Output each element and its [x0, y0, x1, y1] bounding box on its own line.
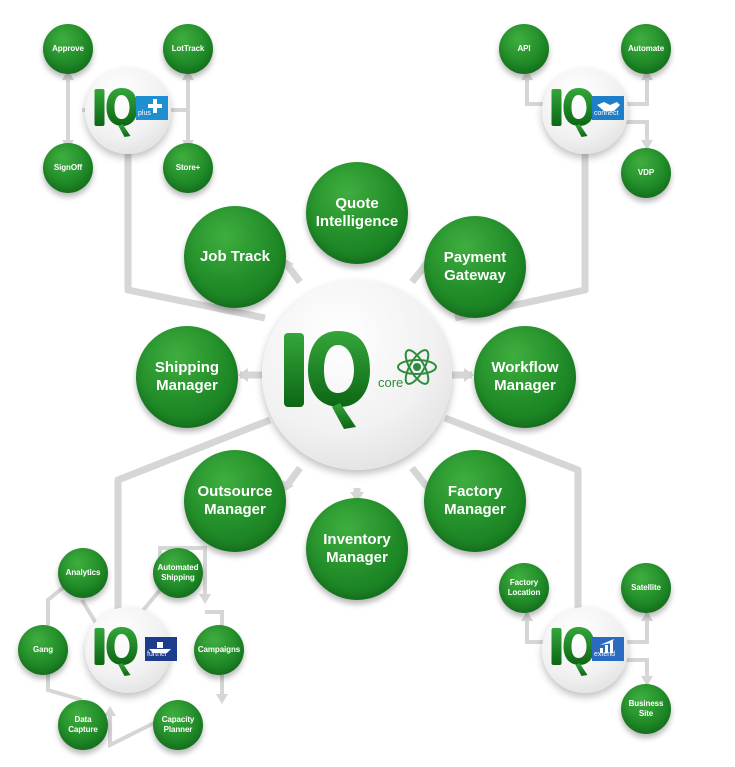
iq-plus-logo-icon: [94, 88, 138, 137]
plus-badge-label: plus: [138, 110, 151, 117]
trunk-further: [114, 416, 272, 610]
factory-manager-node[interactable]: Factory Manager: [424, 450, 526, 552]
trunk-extend: [443, 414, 582, 610]
ship-icon: [149, 642, 171, 653]
campaigns-node[interactable]: Campaigns: [194, 625, 244, 675]
vdp-node[interactable]: VDP: [621, 148, 671, 198]
iq-core-logo-icon: [284, 331, 370, 429]
signoff-node[interactable]: SignOff: [43, 143, 93, 193]
further-badge: further: [145, 637, 177, 661]
capacity-planner-node[interactable]: Capacity Planner: [153, 700, 203, 750]
quote-intelligence-node[interactable]: Quote Intelligence: [306, 162, 408, 264]
further-badge-label: further: [147, 651, 168, 658]
payment-gateway-node[interactable]: Payment Gateway: [424, 216, 526, 318]
plus-icon: [148, 99, 162, 113]
lottrack-node[interactable]: LotTrack: [163, 24, 213, 74]
workflow-manager-node[interactable]: Workflow Manager: [474, 326, 576, 428]
iq-connect-logo-icon: [551, 88, 595, 137]
iq-further-logo-icon: [94, 627, 138, 676]
api-node[interactable]: API: [499, 24, 549, 74]
connect-badge: connect: [592, 96, 624, 120]
growth-chart-icon: [600, 639, 614, 653]
automated-shipping-node[interactable]: Automated Shipping: [153, 548, 203, 598]
atom-icon: [397, 349, 437, 385]
business-site-node[interactable]: Business Site: [621, 684, 671, 734]
plus-badge: plus: [136, 96, 168, 120]
inventory-manager-node[interactable]: Inventory Manager: [306, 498, 408, 600]
shipping-manager-node[interactable]: Shipping Manager: [136, 326, 238, 428]
store-plus-node[interactable]: Store+: [163, 143, 213, 193]
extend-badge-label: extend: [594, 651, 616, 658]
gang-node[interactable]: Gang: [18, 625, 68, 675]
handshake-icon: [597, 102, 620, 111]
data-capture-node[interactable]: Data Capture: [58, 700, 108, 750]
trunk-plus: [124, 140, 266, 322]
factory-location-node[interactable]: Factory Location: [499, 563, 549, 613]
iq-extend-logo-icon: [551, 627, 595, 676]
automate-node[interactable]: Automate: [621, 24, 671, 74]
extend-badge: extend: [592, 637, 624, 661]
satellite-node[interactable]: Satellite: [621, 563, 671, 613]
core-badge-label: core: [378, 375, 404, 390]
connect-badge-label: connect: [594, 110, 619, 117]
job-track-node[interactable]: Job Track: [184, 206, 286, 308]
outsource-manager-node[interactable]: Outsource Manager: [184, 450, 286, 552]
approve-node[interactable]: Approve: [43, 24, 93, 74]
analytics-node[interactable]: Analytics: [58, 548, 108, 598]
